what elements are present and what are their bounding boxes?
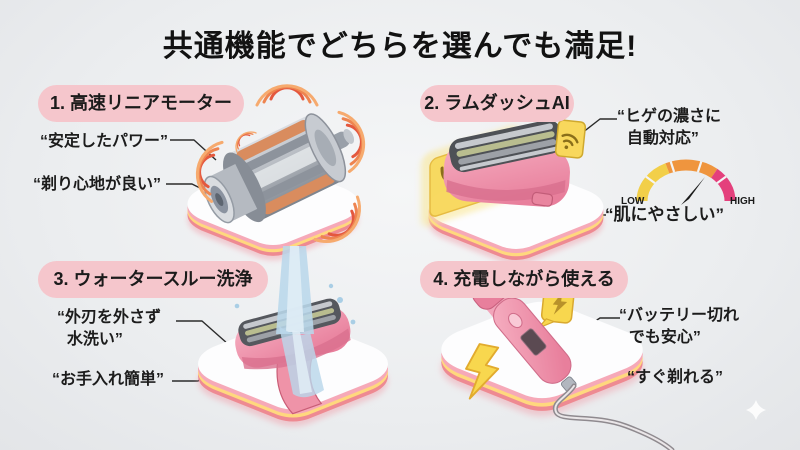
feature-3-annotation-easy: “お手入れ簡単” — [52, 371, 165, 388]
beard-intensity-gauge: LOW HIGH — [621, 159, 755, 205]
lightning-bolt-icon — [465, 343, 500, 400]
feature-2-annotation-auto: “ヒゲの濃さに 自動対応” — [617, 108, 722, 148]
feature-3-annotation-rinse: “外刃を外さず 水洗い” — [57, 309, 162, 349]
feature-1-annotation-comfort: “剃り心地が良い” — [33, 176, 162, 193]
page-title: 共通機能でどちらを選んでも満足! — [162, 30, 638, 63]
feature-4-label: 4. 充電しながら使える — [420, 261, 628, 298]
feature-2-label: 2. ラムダッシュAI — [420, 85, 574, 122]
linear-motor-icon — [203, 113, 355, 224]
feature-4-annotation-battery: “バッテリー切れ でも安心” — [619, 307, 740, 347]
feature-2-annotation-gentle: “肌にやさしい” — [605, 205, 724, 224]
charging-cable-icon — [552, 383, 675, 450]
water-through-icon — [234, 246, 356, 415]
gauge-low-label: LOW — [621, 196, 645, 205]
gauge-needle-icon — [681, 177, 705, 205]
feature-4-annotation-shave: “すぐ剃れる” — [627, 369, 724, 386]
wifi-badge-icon — [554, 119, 587, 159]
gauge-high-label: HIGH — [730, 196, 755, 205]
sparkle-icon — [746, 400, 766, 420]
shaver-head-ai-icon — [443, 119, 570, 207]
feature-1-annotation-power: “安定したパワー” — [40, 133, 169, 150]
feature-1-label: 1. 高速リニアモーター — [38, 85, 244, 122]
feature-3-label: 3. ウォータースルー洗浄 — [38, 261, 268, 298]
